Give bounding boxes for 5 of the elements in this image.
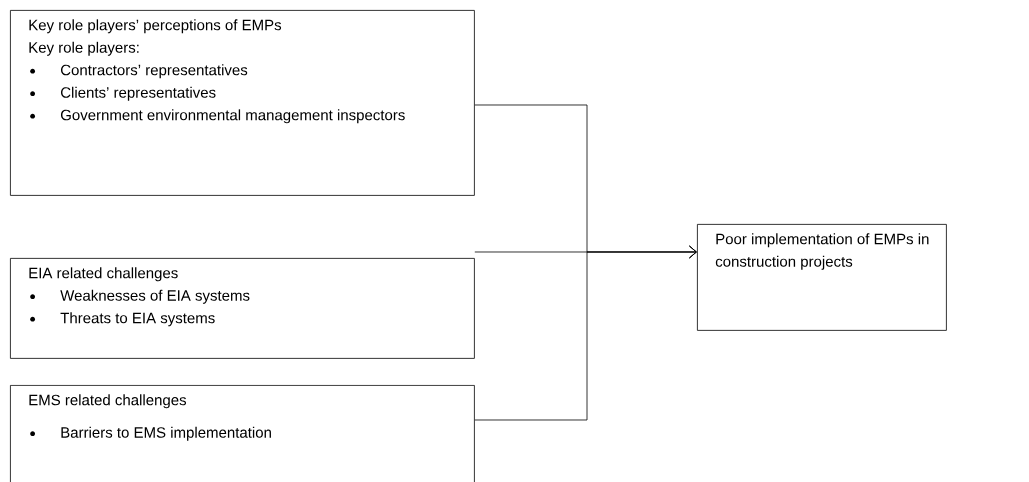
- text-box: Poor implementation of EMPs in construction projects: [697, 224, 947, 331]
- text-box: EIA related challenges Weaknesses of EIA systems Threats to EIA systems: [10, 258, 475, 359]
- text-box: Key role players’ perceptions of EMPs Key role players: Contractors’ representatives Clients’ representatives Government environmental management inspectors: [10, 10, 475, 196]
- connector-arrow: [474, 245, 697, 421]
- text-box: EMS related challenges Barriers to EMS implementation: [10, 385, 475, 482]
